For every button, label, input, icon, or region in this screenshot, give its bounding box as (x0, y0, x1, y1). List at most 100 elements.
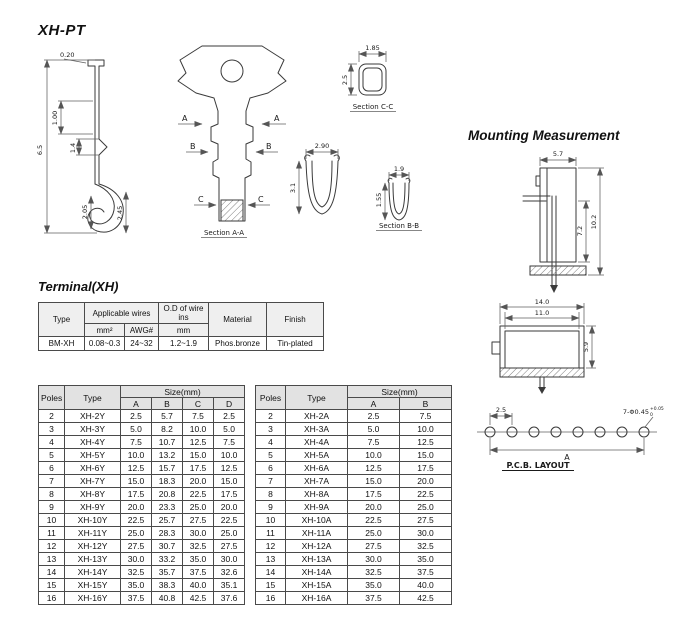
section-bb-drawing: 1.9 1.55 Section B-B (375, 165, 422, 231)
size-table-cell: 11 (255, 526, 286, 540)
size-table-cell: 13 (255, 552, 286, 566)
dim-label-mount-width: 5.7 (553, 150, 563, 158)
size-table-cell: 2 (38, 409, 65, 423)
size-table-cell: 10.0 (347, 448, 400, 462)
size-table-cell: 10.0 (182, 422, 214, 436)
size-table-cell: 22.5 (212, 513, 246, 527)
size-table-cell: 35.7 (151, 565, 183, 579)
size-table-cell: 17.5 (182, 461, 214, 475)
size-table-cell: 15 (255, 578, 286, 592)
size-table-cell: 15.0 (347, 474, 400, 488)
size-table-cell: 17.5 (347, 487, 400, 501)
mounting-measurement-heading: Mounting Measurement (468, 128, 620, 143)
size-table-cell: 13 (38, 552, 65, 566)
size-table-cell: 40.0 (182, 578, 214, 592)
size-table-cell: 27.5 (212, 539, 246, 553)
size-table-cell: 37.5 (347, 591, 400, 605)
size-table-cell: 15 (38, 578, 65, 592)
size-table-cell: 37.5 (120, 591, 152, 605)
size-table-cell: 42.5 (182, 591, 214, 605)
size-table-cell: 25.0 (212, 526, 246, 540)
size-table-cell: 12.5 (212, 461, 246, 475)
size-table-cell: 23.3 (151, 500, 183, 514)
size-table-cell: 10 (255, 513, 286, 527)
size-table-cell: 37.5 (182, 565, 214, 579)
size-table-cell: 25.0 (398, 500, 453, 514)
spec-col-type: Type (38, 302, 85, 337)
size-table-cell: 9 (38, 500, 65, 514)
spec-row: BM-XH 0.08~0.3 24~32 1.2~1.9 Phos.bronze… (38, 336, 324, 351)
size-table-cell: 28.3 (151, 526, 183, 540)
size-table-cell: 38.3 (151, 578, 183, 592)
size-table-cell: XH-4Y (64, 435, 121, 449)
size-table-cell: 20.0 (182, 474, 214, 488)
cut-line-c-right: C (258, 195, 264, 204)
size-table-cell: 12.5 (120, 461, 152, 475)
size-table-cell: XH-9A (285, 500, 348, 514)
col-header-size: Size(mm) (119, 385, 246, 398)
size-table-cell: 10.0 (398, 422, 453, 436)
size-table-cell: 7 (255, 474, 286, 488)
spec-subcol-mm2: mm² (84, 323, 125, 337)
size-table-cell: 12.5 (182, 435, 214, 449)
size-table-cell: XH-8A (285, 487, 348, 501)
size-table-cell: XH-15Y (64, 578, 121, 592)
size-table-cell: 25.0 (347, 526, 400, 540)
size-table-cell: 2.5 (120, 409, 152, 423)
size-table-cell: 30.7 (151, 539, 183, 553)
hole-tol-plus: +0.05 (650, 406, 664, 412)
cut-line-b-left: B (190, 142, 196, 151)
size-table-cell: 15.0 (398, 448, 453, 462)
size-table-cell: 35.0 (182, 552, 214, 566)
size-table-cell: 2.5 (347, 409, 400, 423)
size-table-cell: 18.3 (151, 474, 183, 488)
dim-label-bb-width: 1.9 (394, 165, 404, 173)
size-table-cell: XH-2Y (64, 409, 121, 423)
size-table-cell: 17.5 (398, 461, 453, 475)
dim-label-height: 6.5 (36, 145, 44, 155)
size-table-cell: 8 (255, 487, 286, 501)
size-table-cell: XH-11A (285, 526, 348, 540)
size-table-cell: XH-2A (285, 409, 348, 423)
spec-finish-value: Tin-plated (266, 336, 324, 351)
spec-material-value: Phos.bronze (208, 336, 267, 351)
size-table-cell: 5.0 (347, 422, 400, 436)
size-table-cell: XH-3Y (64, 422, 121, 436)
size-table-cell: XH-16A (285, 591, 348, 605)
size-table-cell: 14 (38, 565, 65, 579)
size-table-cell: 9 (255, 500, 286, 514)
size-table-cell: 7.5 (347, 435, 400, 449)
spec-col-applicable-wires: Applicable wires (84, 302, 159, 324)
size-table-cell: XH-6Y (64, 461, 121, 475)
size-table-cell: XH-14A (285, 565, 348, 579)
size-table-cell: XH-6A (285, 461, 348, 475)
dim-label-cc-height: 2.5 (341, 75, 349, 85)
size-table-cell: XH-15A (285, 578, 348, 592)
page-title: XH-PT (38, 22, 86, 39)
size-table-cell: 12.5 (347, 461, 400, 475)
terminal-heading: Terminal(XH) (38, 279, 119, 294)
spec-col-od: O.D of wire ins (158, 302, 209, 324)
dim-label-14: 1.4 (69, 143, 77, 153)
size-table-cell: 2 (255, 409, 286, 423)
size-table-cell: XH-11Y (64, 526, 121, 540)
dim-label-pitch: 2.5 (496, 406, 506, 414)
spec-od-value: 1.2~1.9 (158, 336, 209, 351)
size-col-d: D (212, 397, 246, 410)
size-table-cell: XH-9Y (64, 500, 121, 514)
size-table-cell: 35.0 (347, 578, 400, 592)
size-table-cell: 2.5 (212, 409, 246, 423)
